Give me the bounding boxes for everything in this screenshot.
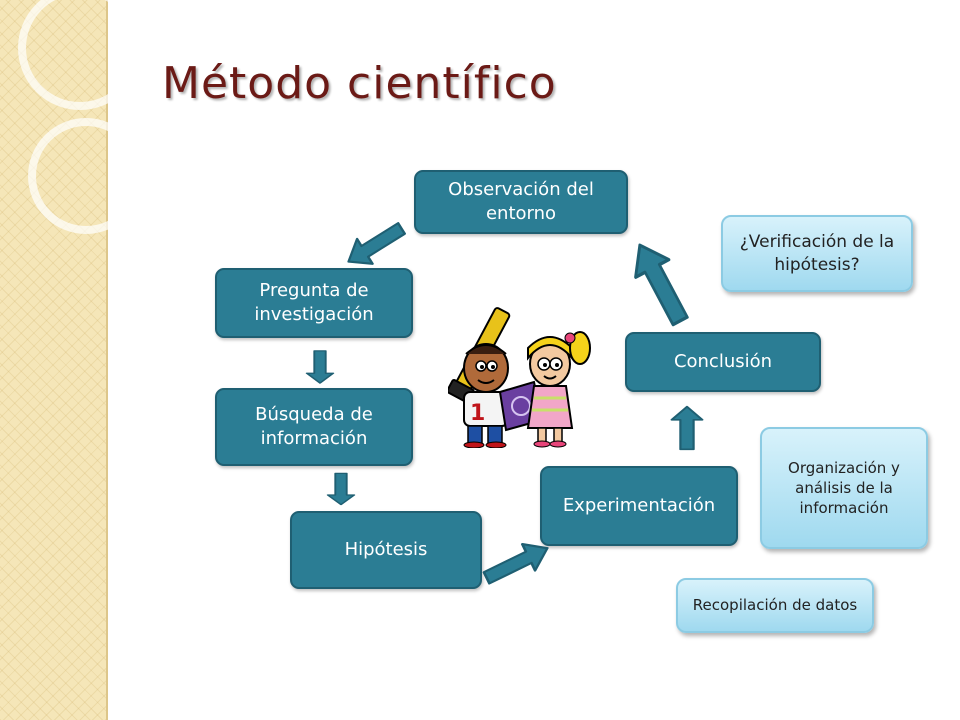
note-verificacion: ¿Verificación de la hipótesis? [721, 215, 913, 292]
note-recopilacion: Recopilación de datos [676, 578, 874, 633]
step-experimentacion: Experimentación [540, 466, 738, 546]
arrow-experimentacion-to-conclusion [670, 405, 704, 451]
step-observacion: Observación del entorno [414, 170, 628, 234]
arrow-observacion-to-pregunta [339, 214, 411, 276]
svg-text:1: 1 [470, 401, 485, 426]
step-pregunta: Pregunta de investigación [215, 268, 413, 338]
children-with-telescope-illustration: 1 [448, 307, 591, 448]
arrow-conclusion-to-observacion [621, 234, 699, 332]
note-organizacion: Organización y análisis de la informació… [760, 427, 928, 549]
step-busqueda: Búsqueda de información [215, 388, 413, 466]
step-hipotesis: Hipótesis [290, 511, 482, 589]
arrow-hipotesis-to-experimentacion [478, 533, 556, 593]
step-conclusion: Conclusión [625, 332, 821, 392]
page-title: Método científico [162, 58, 557, 109]
arrow-pregunta-to-busqueda [305, 349, 335, 385]
decorative-circles [18, 0, 144, 234]
arrow-busqueda-to-hipotesis [326, 472, 356, 506]
